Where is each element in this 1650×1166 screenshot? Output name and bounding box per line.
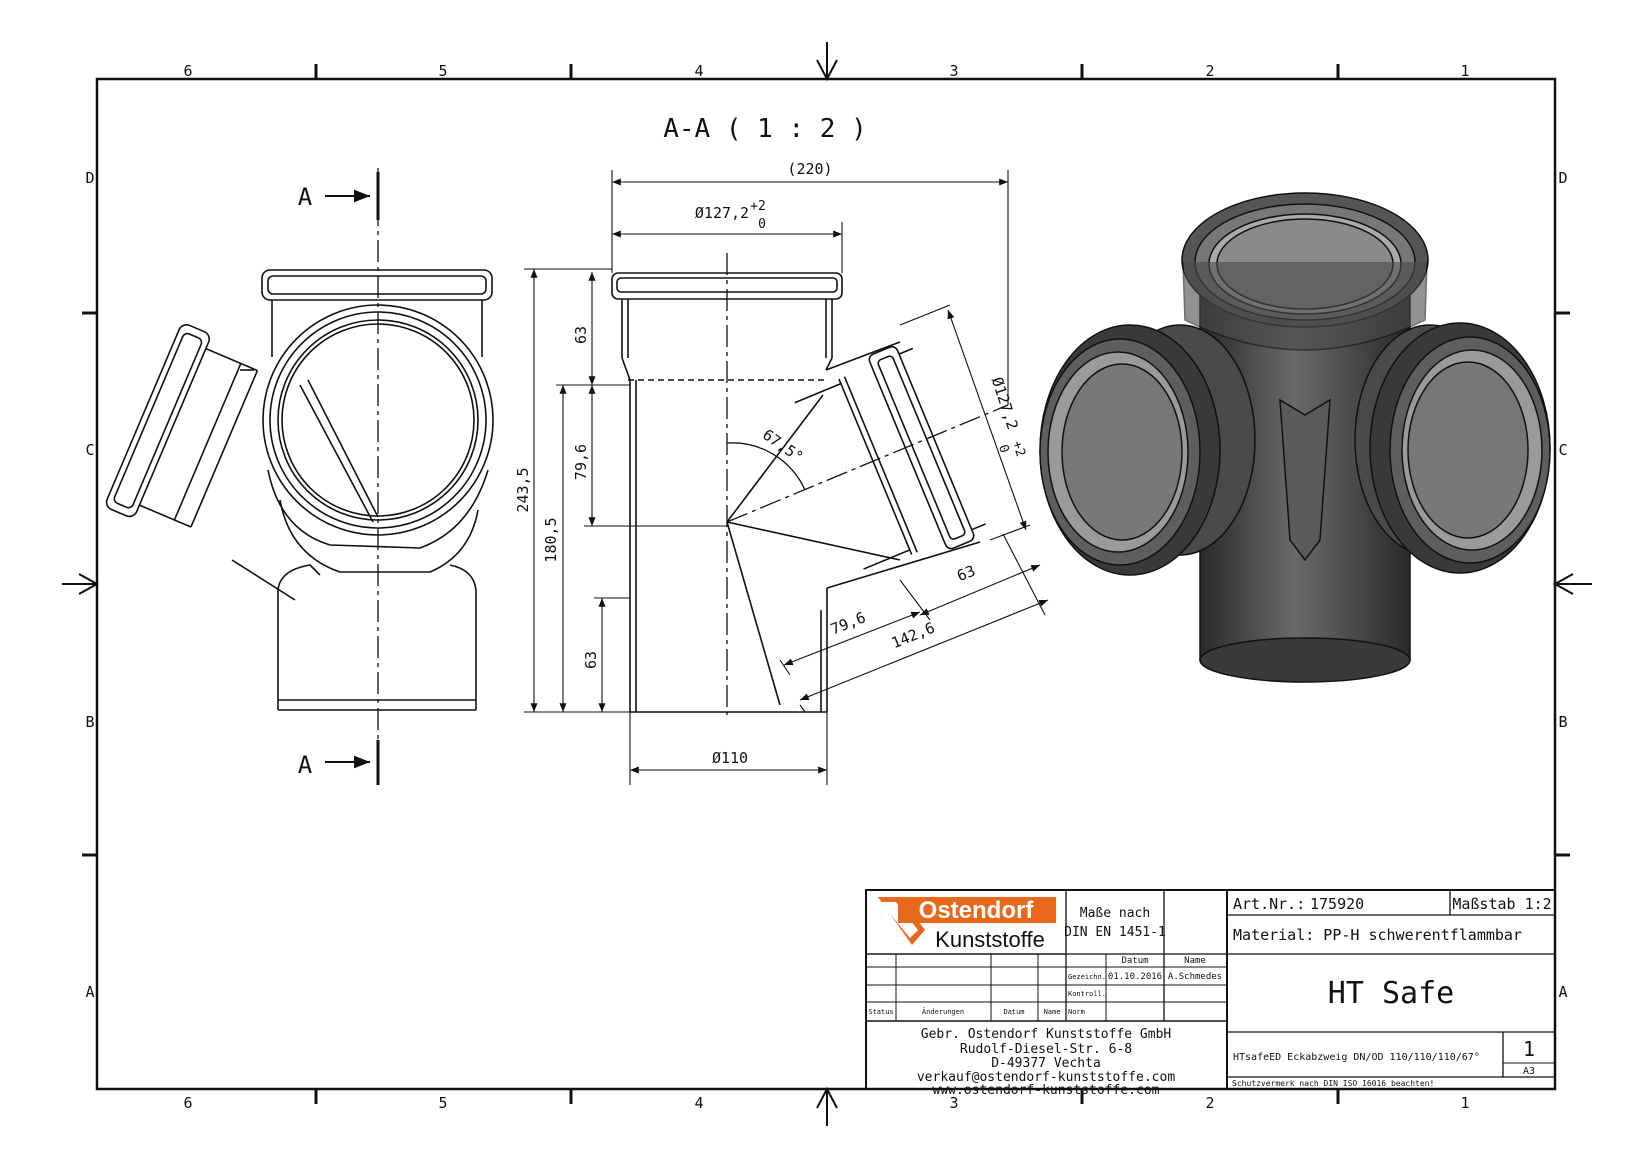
dim-branch-angle: 67,5° [759,426,806,467]
dim-socket-length-top: 63 [572,326,590,344]
product-name: HT Safe [1328,976,1454,1011]
frame-column-label: 4 [694,62,703,80]
dim-socket-diameter: Ø127,2 [695,204,749,222]
frame-row-label: C [85,441,94,459]
dim-length-180-5: 180,5 [542,517,560,562]
dim-socket-length-bottom: 63 [582,651,600,669]
address-line-2: Rudolf-Diesel-Str. 6-8 [960,1042,1132,1057]
frame-row-label: C [1558,441,1567,459]
logo-word-kunststoffe: Kunststoffe [935,927,1045,952]
frame-column-label: 1 [1460,62,1469,80]
drawing-frame [62,42,1592,1126]
dim-tol-upper: +2 [750,199,766,214]
standard-label: Maße nach [1080,906,1150,921]
address-line-3: D-49377 Vechta [991,1056,1101,1071]
sheet-format: A3 [1523,1066,1535,1077]
frame-column-label: 5 [438,1094,447,1112]
frame-row-label: B [85,713,94,731]
front-view [105,168,494,775]
art-nr-label: Art.Nr.: [1233,895,1305,913]
drawn-date: 01.10.2016 [1108,972,1162,982]
sheet-number: 1 [1523,1037,1535,1061]
frame-column-label: 2 [1205,62,1214,80]
frame-column-label: 5 [438,62,447,80]
title-block-texts: Maße nach DIN EN 1451-1 Datum Name Gezei… [868,895,1551,1098]
dim-branch-63: 63 [954,562,977,585]
header-name: Name [1184,956,1206,966]
description: HTsafeED Eckabzweig DN/OD 110/110/110/67… [1233,1052,1480,1063]
frame-column-label: 6 [183,62,192,80]
dim-tol-lower: 0 [758,217,766,232]
frame-column-label: 1 [1460,1094,1469,1112]
standard-value: DIN EN 1451-1 [1064,925,1166,940]
frame-column-label: 2 [1205,1094,1214,1112]
frame-row-label: A [85,983,94,1001]
frame-row-label: A [1558,983,1567,1001]
protection-note: Schutzvermerk nach DIN ISO 16016 beachte… [1232,1079,1434,1088]
dim-length-243-5: 243,5 [514,467,532,512]
section-markers [325,172,380,785]
email: verkauf@ostendorf-kunststoffe.com [917,1070,1175,1085]
scale: Maßstab 1:2 [1452,895,1551,913]
dim-branch-tol-upper: +2 [1009,439,1028,459]
drawn-by: A.Schmedes [1168,972,1222,982]
dim-branch-tol-lower: 0 [995,443,1012,455]
dimension-lines [524,170,1049,785]
row-norm: Norm [1068,1008,1085,1016]
dim-branch-socket-diameter: Ø127,2 [988,375,1022,432]
col-status: Status [868,1008,893,1016]
dim-overall-width: (220) [787,160,832,178]
frame-row-label: B [1558,713,1567,731]
section-marker-top: A [298,183,313,211]
website: www.ostendorf-kunststoffe.com [933,1083,1160,1098]
product-3d-render [1039,192,1551,683]
frame-column-label: 4 [694,1094,703,1112]
section-title: A-A ( 1 : 2 ) [663,114,867,144]
row-kontroll: Kontroll. [1068,990,1106,998]
col-aenderungen: Änderungen [922,1007,964,1016]
frame-row-label: D [1558,169,1567,187]
frame-column-label: 3 [949,62,958,80]
material: Material: PP-H schwerentflammbar [1233,926,1522,944]
dim-pipe-diameter: Ø110 [712,749,748,767]
section-view [611,253,1009,715]
frame-column-label: 6 [183,1094,192,1112]
logo-word-ostendorf: Ostendorf [919,897,1035,924]
dim-length-79-6: 79,6 [572,444,590,480]
col-name: Name [1044,1008,1061,1016]
frame-column-label: 3 [949,1094,958,1112]
title-block [865,889,1556,1090]
company-logo: Ostendorf Kunststoffe [878,897,1056,952]
row-gezeichnet: Gezeichn. [1068,973,1106,981]
col-datum: Datum [1003,1008,1024,1016]
section-marker-bottom: A [298,751,313,779]
art-nr: 175920 [1310,895,1364,913]
address-line-1: Gebr. Ostendorf Kunststoffe GmbH [921,1027,1171,1042]
header-datum: Datum [1121,956,1148,966]
frame-row-label: D [85,169,94,187]
